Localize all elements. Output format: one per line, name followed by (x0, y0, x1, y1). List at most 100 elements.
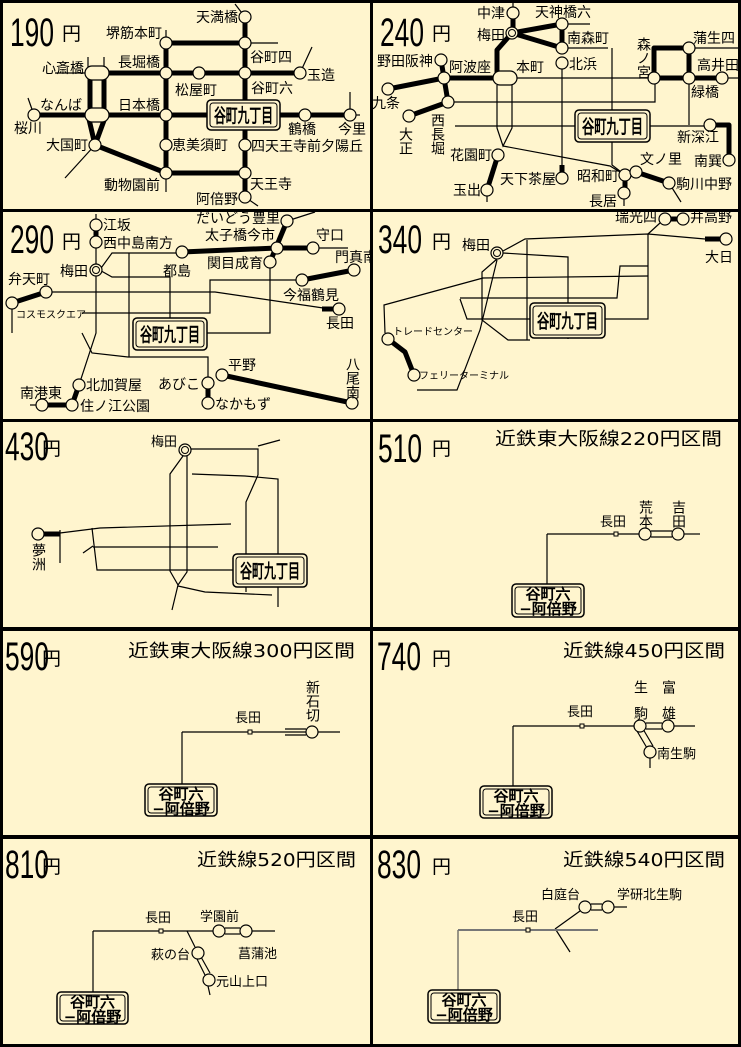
station: 高井田 (697, 57, 739, 85)
station: 長田 (326, 302, 354, 332)
station-label: フェリーターミナル (419, 370, 509, 382)
station-marker-icon (263, 255, 277, 269)
station: コスモスクエア (5, 296, 86, 321)
station-label: 夢洲 (30, 543, 46, 571)
station-marker-icon (715, 71, 729, 85)
station-label: 日本橋 (118, 98, 160, 114)
station-label: 学園前 (200, 909, 239, 925)
station: だいどう豊里 (196, 211, 294, 228)
station-marker-icon (238, 138, 252, 152)
station-marker-icon (159, 36, 173, 50)
station-marker-icon (381, 82, 395, 96)
station: 西中島南方 (89, 235, 173, 252)
rail-line (383, 277, 484, 334)
station: 新深江 (677, 118, 719, 146)
rail-line-thick (94, 142, 167, 176)
hub-station-box: 谷町九丁目 (574, 109, 651, 143)
station-label: 長田 (326, 316, 354, 332)
station-label: 新深江 (677, 130, 719, 146)
station: 玉出 (453, 183, 494, 199)
station-marker-icon (238, 66, 252, 80)
station-label: 玉造 (307, 68, 335, 84)
station-label: 井高野 (690, 209, 732, 226)
station-marker-icon (31, 527, 45, 541)
station-marker-icon (629, 165, 643, 179)
station-marker-icon (175, 245, 189, 259)
station: 長堀橋 (118, 55, 173, 80)
station: 野田阪神 (377, 53, 448, 70)
station: 蒲生四 (682, 31, 735, 55)
fare-amount: 510 (378, 427, 422, 471)
station: 天満橋 (196, 10, 252, 26)
yen-unit: 円 (42, 438, 61, 460)
station-label: 西中島南方 (103, 236, 173, 252)
station-marker-icon (719, 232, 733, 246)
station-label: 長田 (145, 911, 171, 926)
station: 吉田 (670, 500, 686, 541)
station: 日本橋 (118, 98, 173, 122)
station-marker-icon (89, 218, 103, 232)
rail-line (82, 545, 94, 554)
station-label: 高井田 (697, 57, 739, 74)
station-marker-icon (434, 53, 448, 67)
station-marker-icon (643, 745, 657, 759)
station-label: だいどう豊里 (196, 211, 280, 227)
station-label: あびこ (158, 377, 200, 393)
station: 学園前 (200, 909, 239, 938)
station-marker-icon (661, 719, 675, 733)
station-marker-icon (215, 368, 229, 382)
station-marker-icon (722, 153, 736, 167)
station-label: 長堀橋 (118, 55, 160, 71)
station-label: 今里 (338, 122, 366, 138)
station: 森ノ宮 (635, 37, 661, 85)
hub-station-box: 谷町九丁目 (529, 302, 606, 339)
station-label: 今福鶴見 (283, 287, 339, 304)
station-label: 荒本 (637, 500, 653, 528)
station-marker-icon (39, 285, 53, 299)
hub-station-label: 谷町九丁目 (140, 324, 200, 346)
station: なかもず (201, 396, 271, 413)
rail-lines (44, 439, 281, 611)
station: 堺筋本町 (106, 25, 173, 50)
station-label: 平野 (228, 358, 256, 374)
station-label: 生駒 (632, 680, 648, 732)
station-label: 駒川中野 (676, 177, 732, 193)
station: 恵美須町 (159, 138, 228, 154)
station: 井高野 (676, 209, 732, 226)
destination-label-line2: −阿倍野 (64, 1008, 122, 1026)
rail-line (647, 222, 661, 235)
station-marker-icon (238, 36, 252, 50)
station-label: 桜川 (14, 121, 42, 137)
station-marker-icon (579, 723, 585, 729)
station: 大正 (397, 109, 416, 155)
station-marker-icon (247, 729, 253, 735)
station-marker-icon (647, 71, 661, 85)
station-marker-icon (682, 41, 696, 55)
station-label: 元山上口 (216, 975, 268, 990)
station-marker-icon (555, 171, 569, 185)
rail-line (64, 144, 96, 179)
destination-station-box: 谷町六−阿倍野 (427, 989, 501, 1024)
rail-lines (383, 216, 720, 391)
destination-label-line1: 谷町六 (441, 991, 486, 1009)
station: 南生駒 (643, 745, 696, 762)
station-marker-icon (201, 376, 215, 390)
station-label: 中津 (477, 6, 505, 22)
rail-line (169, 455, 184, 611)
station: 大日 (705, 232, 733, 266)
rail-lines (92, 927, 275, 996)
station-marker-icon (298, 108, 312, 122)
station-label: 阿倍野 (196, 192, 238, 208)
station: 南巽 (694, 153, 736, 170)
station: 天下茶屋 (500, 171, 569, 188)
yen-unit: 円 (432, 23, 451, 45)
station: 天王寺 (238, 166, 292, 193)
station: 長田 (235, 711, 261, 735)
station-label: 富雄 (660, 679, 676, 732)
station: 平野 (215, 358, 256, 382)
station-label: 長田 (567, 705, 593, 720)
station-marker-icon (506, 6, 520, 20)
station-marker-icon (407, 368, 421, 382)
station: 玉造 (293, 66, 335, 84)
station: 北浜 (555, 56, 597, 73)
